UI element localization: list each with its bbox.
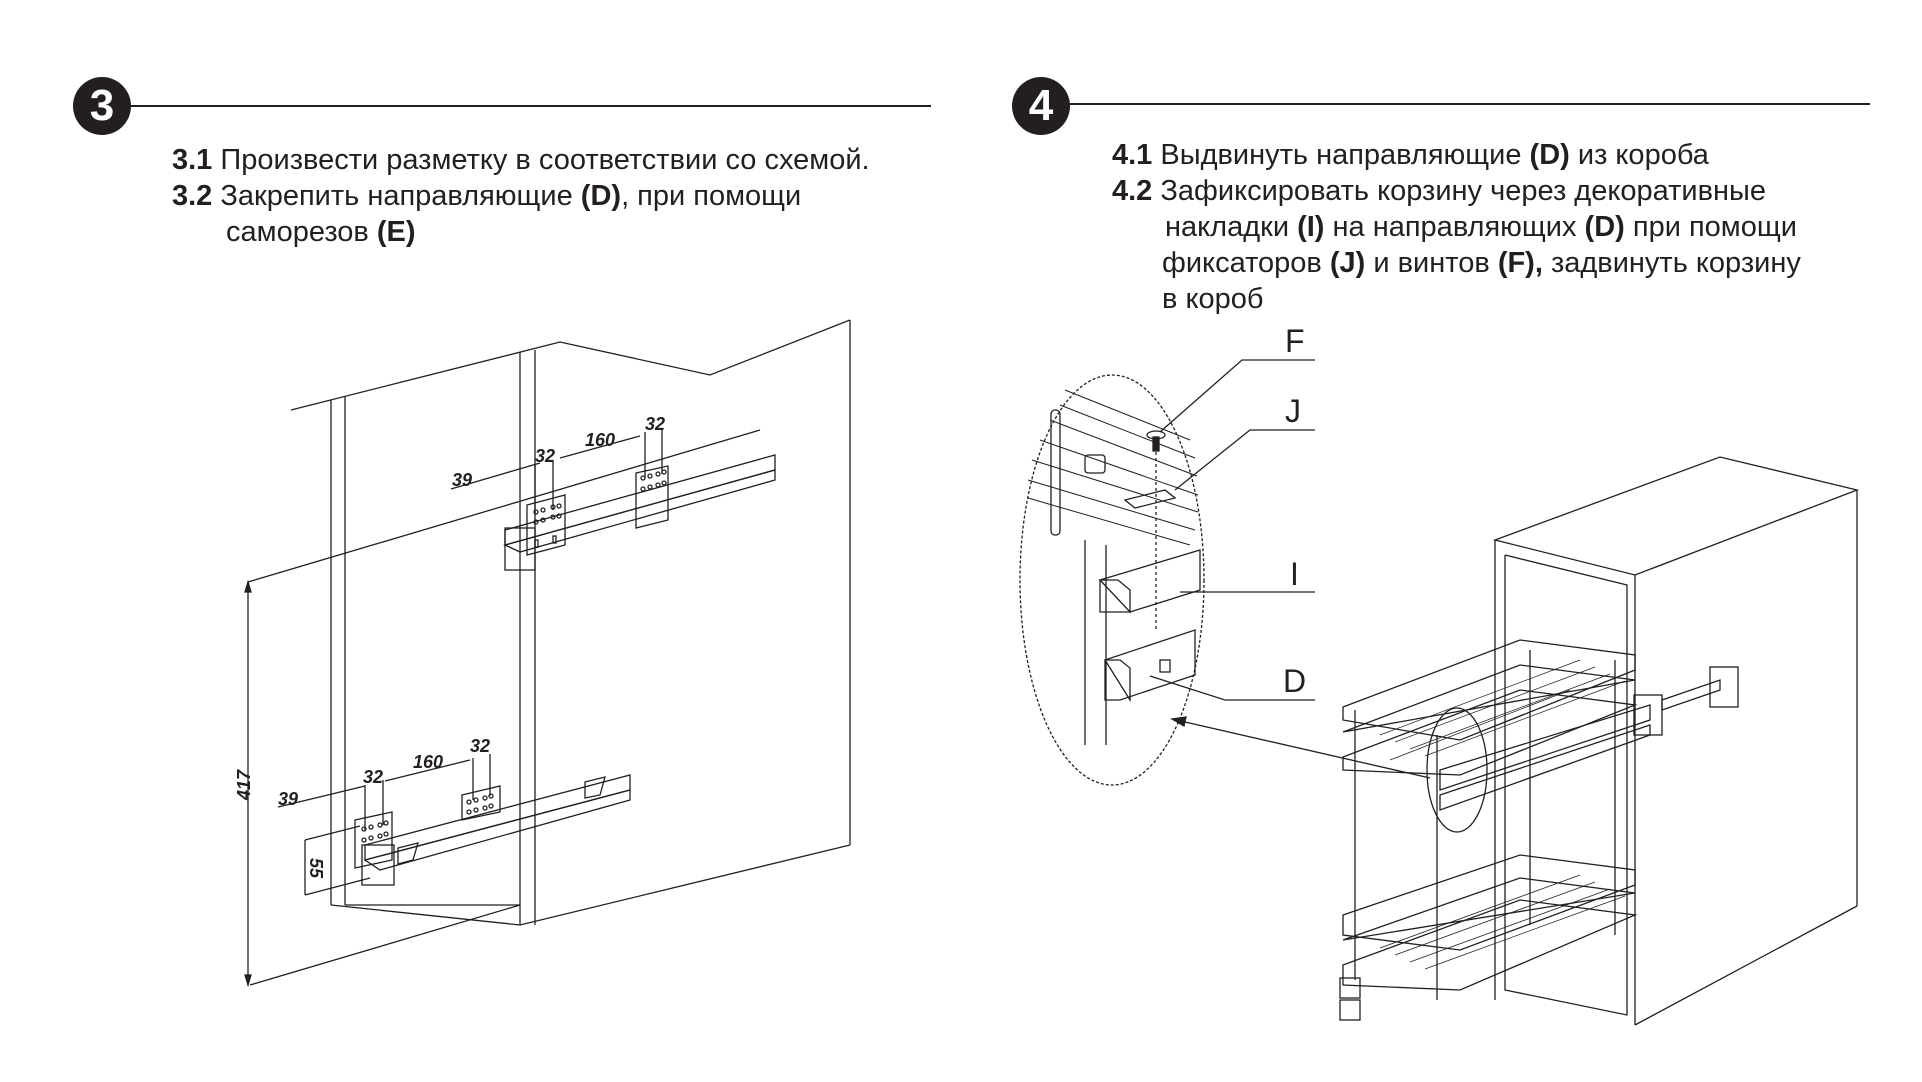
- arrow-icon: [244, 974, 252, 988]
- callout-f: F: [1285, 323, 1305, 359]
- cabinet-bottom-edge: [330, 844, 851, 926]
- callout-d-leader: [1149, 675, 1315, 701]
- step-4-divider: [1070, 103, 1870, 105]
- step-3-number: 3: [89, 81, 115, 130]
- detail-basket-wires: [1027, 389, 1199, 546]
- dim-lower-55: 55: [306, 858, 326, 879]
- instruction-text: , при помощи: [621, 180, 802, 212]
- part-ref-f: (F),: [1497, 247, 1543, 279]
- instruction-number: 3.1: [172, 144, 213, 176]
- instruction-3-2: 3.2 Закрепить направляющие (D), при помо…: [172, 178, 870, 214]
- arrow-icon: [244, 579, 252, 593]
- rail-bracket-rear: [635, 465, 669, 529]
- step-3-instructions: 3.1 Произвести разметку в соответствии с…: [172, 142, 870, 250]
- upper-basket: [1342, 639, 1739, 1000]
- rail-bracket-front: [354, 811, 393, 869]
- step-4-detail-drawing: F J I D: [1019, 323, 1431, 786]
- part-ref-e: (E): [376, 216, 416, 248]
- step-4-number: 4: [1028, 81, 1054, 130]
- dim-lower-39: 39: [278, 789, 298, 809]
- instruction-text: Зафиксировать корзину через декоративные: [1160, 175, 1766, 207]
- callout-d: D: [1283, 663, 1306, 699]
- cabinet-top-edge: [290, 319, 851, 411]
- overlay-i: [1099, 549, 1201, 613]
- lower-basket: [1339, 854, 1638, 1021]
- fixator-j: [1123, 489, 1177, 509]
- dim-lower-32a: 32: [363, 767, 383, 787]
- reference-line: [247, 429, 761, 583]
- instruction-4-2-line2: накладки (I) на направляющих (D) при пом…: [1112, 209, 1801, 245]
- arrow-icon: [1170, 716, 1187, 728]
- instruction-3-2-cont: саморезов (E): [172, 214, 870, 250]
- instruction-number: 4.2: [1112, 175, 1153, 207]
- instruction-text: при помощи: [1624, 211, 1797, 243]
- dimension-417-label: 417: [234, 769, 254, 801]
- step-3-badge: 3: [73, 77, 131, 135]
- part-ref-d: (D): [580, 180, 622, 212]
- dim-upper-39: 39: [452, 470, 472, 490]
- part-ref-d: (D): [1529, 139, 1570, 171]
- lower-rail: 39 32 160 32 55: [277, 736, 631, 896]
- part-ref-i: (I): [1297, 211, 1325, 243]
- step-4-badge: 4: [1012, 77, 1070, 135]
- callout-i: I: [1290, 556, 1299, 592]
- instruction-text: Закрепить направляющие: [220, 180, 581, 212]
- detail-highlight-ellipse: [1426, 707, 1488, 833]
- dim-upper-32a: 32: [535, 446, 555, 466]
- instruction-text: на направляющих: [1324, 211, 1585, 243]
- instruction-text: фиксаторов: [1162, 247, 1330, 279]
- callout-f-leader: [1159, 359, 1315, 433]
- instruction-text: задвинуть корзину: [1542, 247, 1801, 279]
- dim-upper-32b: 32: [645, 414, 665, 434]
- part-ref-d: (D): [1584, 211, 1625, 243]
- detail-post: [1050, 409, 1061, 536]
- instruction-text: накладки: [1165, 211, 1298, 243]
- dim-upper-160: 160: [585, 430, 615, 450]
- instruction-text: и винтов: [1365, 247, 1498, 279]
- instruction-4-1: 4.1 Выдвинуть направляющие (D) из короба: [1112, 137, 1801, 173]
- instruction-4-2: 4.2 Зафиксировать корзину через декорати…: [1112, 173, 1801, 209]
- step-4-cabinet-drawing: [1339, 456, 1860, 1026]
- instruction-number: 4.1: [1112, 139, 1153, 171]
- instruction-4-2-line4: в короб: [1112, 281, 1801, 317]
- step-3-cabinet-drawing: 417 39 32 160 32: [234, 319, 851, 988]
- instruction-text: из короба: [1569, 139, 1709, 171]
- instruction-4-2-line3: фиксаторов (J) и винтов (F), задвинуть к…: [1112, 245, 1801, 281]
- step-4-instructions: 4.1 Выдвинуть направляющие (D) из короба…: [1112, 137, 1801, 317]
- dim-lower-160: 160: [413, 752, 443, 772]
- instruction-3-1: 3.1 Произвести разметку в соответствии с…: [172, 142, 870, 178]
- callout-j-leader: [1174, 429, 1315, 491]
- part-ref-j: (J): [1329, 247, 1366, 279]
- rail-bracket-front: [526, 494, 566, 556]
- detail-magnifier: [1019, 374, 1205, 786]
- dim-lower-32b: 32: [470, 736, 490, 756]
- instruction-number: 3.2: [172, 180, 213, 212]
- callout-j: J: [1285, 393, 1301, 429]
- cabinet-top: [1492, 456, 1860, 576]
- upper-rail: 39 32 160 32: [450, 414, 776, 571]
- step-3-divider: [131, 105, 931, 107]
- detail-nut: [1084, 454, 1106, 474]
- screw-f-icon: [1146, 430, 1166, 452]
- cabinet-bottom-skew: [249, 904, 521, 986]
- rail-bracket-rear: [461, 785, 501, 821]
- rail-d: [1104, 629, 1196, 701]
- instruction-text: в короб: [1162, 283, 1264, 315]
- instruction-text: Выдвинуть направляющие: [1160, 139, 1530, 171]
- detail-pointer-line: [1184, 721, 1431, 779]
- instruction-text: саморезов: [226, 216, 377, 248]
- instruction-text: Произвести разметку в соответствии со сх…: [220, 144, 870, 176]
